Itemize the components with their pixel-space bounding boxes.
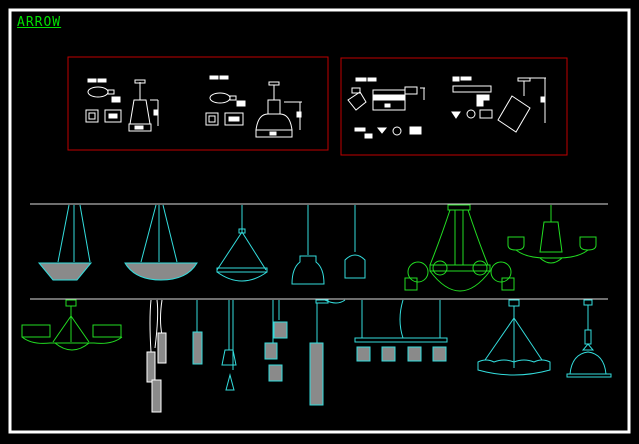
drawing-frame xyxy=(8,8,631,434)
pendant-small-block xyxy=(192,300,203,365)
chandelier-large xyxy=(404,204,515,292)
pendant-ring-chandelier xyxy=(477,299,551,376)
drawing-title: ARROW xyxy=(17,15,62,30)
pendant-bowl-lamp-2 xyxy=(124,204,198,281)
chandelier-green-lower xyxy=(21,299,123,351)
pendant-bell-lamp xyxy=(566,299,612,378)
detail-box-right xyxy=(340,57,568,156)
pendant-ring-lamp xyxy=(216,205,268,282)
pendant-cube-cluster xyxy=(264,300,288,382)
chandelier-arm xyxy=(507,205,597,264)
pendant-cone-pair xyxy=(221,300,237,391)
pendant-cylinder-lamp xyxy=(344,205,366,279)
pendant-dome-lamp xyxy=(291,205,325,285)
pendant-bar-four xyxy=(354,299,448,362)
pendant-bowl-lamp-1 xyxy=(37,204,93,281)
pendant-tall-column xyxy=(309,299,346,406)
detail-box-left xyxy=(67,56,329,151)
pendant-cluster-white xyxy=(146,299,167,413)
